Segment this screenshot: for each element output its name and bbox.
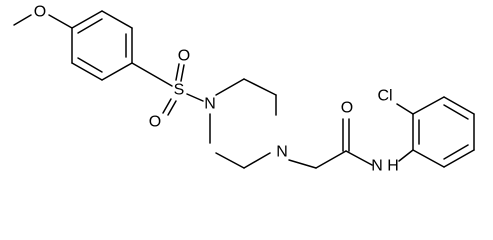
atom-label-sulfonyl-oxygen-top: O (178, 48, 190, 65)
atom-label-piperazine-nitrogen-right: N (276, 144, 288, 161)
structure-canvas: O S O O N N O N H Cl (13, 3, 475, 175)
bond-sulfur-oxygen-bottom (167, 100, 177, 116)
bond-ch2-carbonyl (315, 150, 347, 169)
ring-double-bond (443, 144, 469, 160)
bond-sulfur-oxygen-top (175, 63, 180, 81)
bond-sulfur-oxygen-bottom (162, 98, 172, 114)
atom-label-piperazine-nitrogen-left: N (204, 96, 216, 113)
methoxyphenyl-ring (71, 10, 133, 81)
bond-nitrogen-ch2 (288, 159, 317, 169)
chlorophenyl-ring (412, 96, 475, 168)
ring-bond (412, 149, 445, 168)
ring-bond (412, 96, 445, 115)
ring-double-bond (77, 57, 103, 73)
atom-label-chlorine: Cl (377, 88, 392, 105)
piperazine-ring (209, 78, 277, 169)
ring-bond (243, 152, 271, 169)
bond-methyl-oxygen (13, 14, 32, 26)
atom-label-carbonyl-oxygen: O (341, 100, 353, 117)
ring-bond (215, 78, 245, 96)
bond-oxygen-ring (48, 14, 73, 29)
ring-bond (243, 78, 277, 96)
atom-label-methoxy-oxygen: O (34, 4, 46, 21)
bond-carbonyl-nitrogen (345, 150, 373, 166)
bond-sulfur-nitrogen (186, 93, 204, 102)
ring-bond (443, 149, 475, 168)
bond-ring-chlorine (396, 103, 414, 115)
atom-label-sulfur: S (174, 82, 185, 99)
ring-bond (443, 96, 475, 115)
ring-double-bond (77, 18, 103, 34)
ring-bond (101, 10, 133, 29)
ring-double-bond (443, 104, 469, 120)
ring-bond (71, 62, 103, 81)
atom-label-sulfonyl-oxygen-bottom: O (149, 114, 161, 131)
ring-bond (71, 10, 103, 29)
chemical-structure-diagram: O S O O N N O N H Cl (13, 4, 475, 175)
bond-ring-sulfur (131, 62, 173, 87)
ring-bond (215, 152, 245, 169)
bond-sulfur-oxygen-top (180, 64, 185, 82)
bond-nitrogen-ring (398, 149, 414, 162)
ring-bond (101, 62, 133, 81)
atom-label-amide-nh: N H (371, 158, 399, 175)
